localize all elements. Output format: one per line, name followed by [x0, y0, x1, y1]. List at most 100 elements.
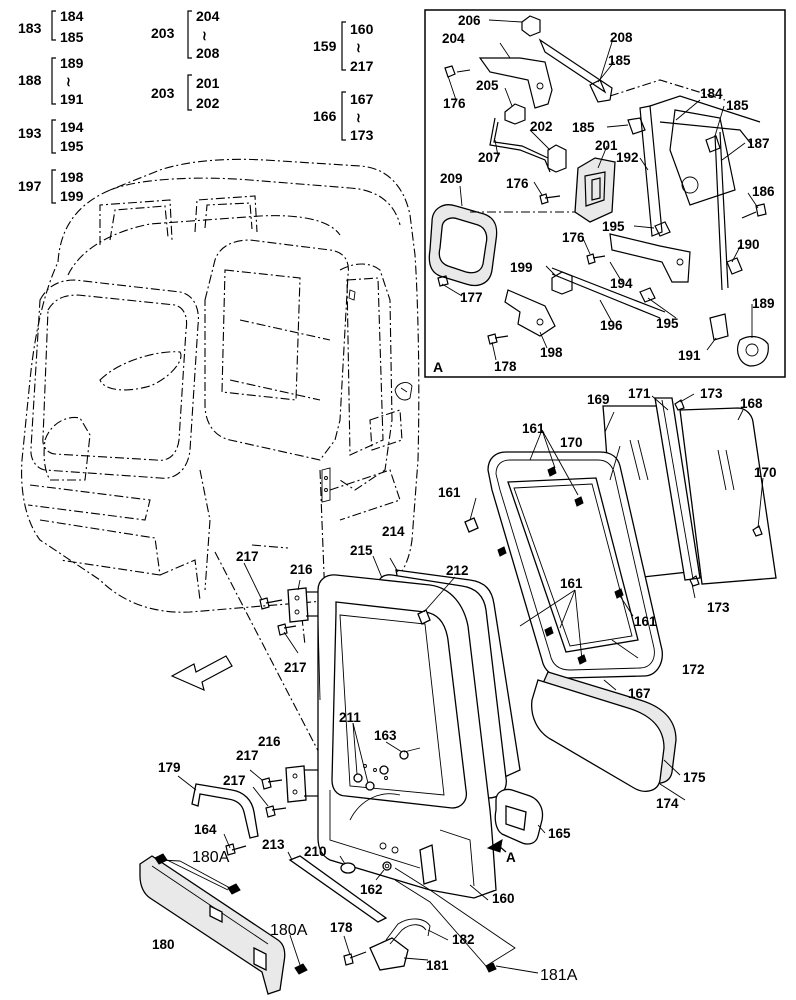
callout-189: 189	[752, 296, 775, 311]
callout-216: 216	[290, 562, 313, 577]
legend-parent: 203	[151, 25, 175, 41]
callout-182: 182	[452, 932, 475, 947]
callout-185: 185	[726, 98, 749, 113]
legend-item: 184	[60, 8, 84, 24]
callout-217: 217	[236, 748, 259, 763]
legend-item: 198	[60, 169, 84, 185]
legend-group: 183 184 185	[18, 8, 84, 45]
callout-184: 184	[700, 86, 723, 101]
callout-176: 176	[443, 96, 466, 111]
callout-172: 172	[682, 662, 705, 677]
view-a-panel: A	[424, 9, 786, 378]
callout-178: 178	[330, 920, 353, 935]
callout-209: 209	[440, 171, 463, 186]
legend-group: 188 189 ≀ 191	[18, 55, 84, 107]
legend-item: 202	[196, 95, 220, 111]
callout-217: 217	[223, 773, 246, 788]
callout-174: 174	[656, 796, 679, 811]
cab-outline	[21, 158, 420, 823]
callout-161: 161	[560, 576, 583, 591]
callout-180A: 180A	[270, 922, 308, 939]
leader-lines	[159, 393, 764, 974]
legend-item: 191	[60, 91, 84, 107]
callout-206: 206	[458, 13, 481, 28]
callout-208: 208	[610, 30, 633, 45]
range-symbol: ≀	[66, 74, 71, 89]
callout-202: 202	[530, 119, 553, 134]
callout-180: 180	[152, 937, 175, 952]
callout-181: 181	[426, 958, 449, 973]
callout-178: 178	[494, 359, 517, 374]
legend-parent: 166	[313, 108, 337, 124]
callout-215: 215	[350, 543, 373, 558]
door-frame	[317, 569, 521, 899]
callout-213: 213	[262, 837, 285, 852]
callout-labels: 206 208 204 185 176 205 184 185 185 202 …	[152, 13, 777, 984]
callout-207: 207	[478, 150, 501, 165]
callout-161: 161	[438, 485, 461, 500]
hinges	[259, 587, 318, 818]
callout-199: 199	[510, 260, 533, 275]
callout-217: 217	[236, 549, 259, 564]
legend-item: 199	[60, 188, 84, 204]
arrow-a-label: A	[506, 850, 516, 865]
lower-step-panel	[139, 853, 308, 995]
legend-group: 193 194 195	[18, 119, 84, 154]
view-label: A	[433, 359, 443, 375]
legend-group: 159 160 ≀ 217	[313, 21, 374, 74]
callout-212: 212	[446, 563, 469, 578]
legend-groups: 183 184 185 203 204 ≀ 208 159 160 ≀ 217 …	[18, 8, 374, 204]
grab-handle	[191, 783, 388, 923]
callout-187: 187	[747, 136, 770, 151]
callout-161: 161	[634, 614, 657, 629]
callout-162: 162	[360, 882, 383, 897]
callout-198: 198	[540, 345, 563, 360]
callout-179: 179	[158, 760, 181, 775]
callout-173: 173	[707, 600, 730, 615]
callout-177: 177	[460, 290, 483, 305]
legend-item: 160	[350, 21, 374, 37]
inner-handle-latch	[343, 788, 544, 973]
legend-parent: 197	[18, 178, 42, 194]
callout-171: 171	[628, 386, 651, 401]
callout-196: 196	[600, 318, 623, 333]
callout-167: 167	[628, 686, 651, 701]
legend-item: 201	[196, 75, 220, 91]
legend-parent: 183	[18, 20, 42, 36]
callout-170: 170	[560, 435, 583, 450]
legend-item: 189	[60, 55, 84, 71]
callout-194: 194	[610, 276, 633, 291]
callout-168: 168	[740, 396, 763, 411]
callout-217: 217	[284, 660, 307, 675]
callout-165: 165	[548, 826, 571, 841]
callout-169: 169	[587, 392, 610, 407]
callout-214: 214	[382, 524, 405, 539]
legend-item: 195	[60, 138, 84, 154]
range-symbol: ≀	[356, 110, 361, 125]
legend-group: 197 198 199	[18, 169, 84, 204]
callout-176: 176	[562, 230, 585, 245]
callout-210: 210	[304, 844, 327, 859]
callout-173: 173	[700, 386, 723, 401]
callout-175: 175	[683, 770, 706, 785]
legend-group: 203 201 202	[151, 74, 220, 111]
legend-parent: 159	[313, 38, 337, 54]
callout-176: 176	[506, 176, 529, 191]
callout-204: 204	[442, 31, 465, 46]
callout-192: 192	[616, 150, 639, 165]
legend-item: 208	[196, 45, 220, 61]
callout-163: 163	[374, 728, 397, 743]
legend-item: 194	[60, 119, 84, 135]
range-symbol: ≀	[356, 40, 361, 55]
callout-216: 216	[258, 734, 281, 749]
legend-item: 173	[350, 127, 374, 143]
legend-parent: 193	[18, 125, 42, 141]
callout-191: 191	[678, 348, 701, 363]
door-glass-assembly	[464, 397, 777, 792]
legend-group: 166 167 ≀ 173	[313, 91, 374, 143]
callout-205: 205	[476, 78, 499, 93]
callout-181A: 181A	[540, 967, 578, 984]
legend-item: 167	[350, 91, 374, 107]
callout-211: 211	[339, 710, 361, 725]
